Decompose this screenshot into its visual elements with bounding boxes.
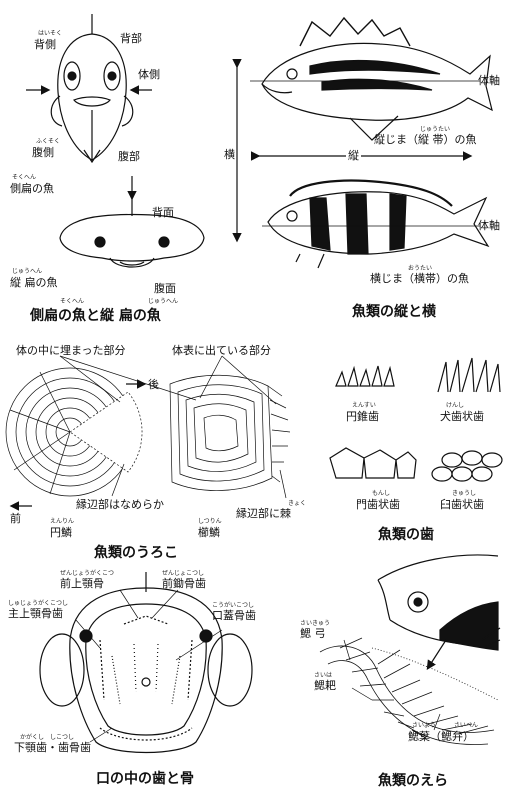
spiny-edge-ruby: きょく (288, 500, 307, 507)
longitudinal-stripe-ruby: じゅうたい (420, 126, 451, 133)
leader-spiny-edge (279, 469, 287, 499)
dorsal-part-label: 背部 (120, 32, 142, 45)
palatine-label: 口蓋骨歯 (212, 609, 256, 622)
dorsal-side-label: 背側 (34, 38, 56, 51)
caption-teeth: 魚類の歯 (378, 527, 434, 543)
leader-exposed-1 (199, 355, 223, 399)
conical-ruby: えんすい (352, 402, 376, 409)
leader-embedded-2 (59, 355, 197, 401)
vertical-axis-label: 横 (224, 148, 235, 161)
molar-label: 臼歯状歯 (440, 498, 484, 511)
depressed-fish-ruby: じゅうへん (12, 268, 43, 275)
caption-body-shape: 側扁の魚と縦 扁の魚 (30, 308, 161, 324)
ctenoid-ruby: しつりん (198, 518, 222, 525)
longitudinal-striped-fish-drawing (261, 16, 493, 141)
leader-lower (89, 727, 113, 743)
spiny-edge-label: 縁辺部に棘 (236, 507, 291, 520)
gill-filament-label: 鰓葉（鰓弁） (408, 730, 474, 743)
caption-stripes: 魚類の縦と横 (352, 304, 436, 320)
molar-teeth-drawing (431, 450, 503, 482)
ventral-part-label: 腹部 (118, 150, 140, 163)
conical-teeth-drawing (335, 365, 395, 387)
exposed-part-label: 体表に出ている部分 (172, 344, 271, 357)
vomer-label: 前鋤骨歯 (162, 577, 206, 590)
ventral-face-label: 腹面 (154, 282, 176, 295)
leader-palatine (175, 629, 223, 661)
gill-raker-ruby: さいは (314, 672, 333, 679)
cycloid-scale-drawing (5, 367, 143, 497)
transverse-banded-fish-drawing (267, 179, 490, 269)
leader-exposed-2 (221, 355, 277, 405)
gill-pointer-arrow (426, 639, 447, 671)
longitudinal-stripe-label: 縦じま（縦 帯）の魚 (374, 133, 477, 146)
maxilla-label: 主上顎骨歯 (8, 607, 63, 620)
incisor-label: 門歯状歯 (356, 498, 400, 511)
caption-body-ruby-1: そくへん (60, 298, 85, 305)
cycloid-ruby: えんりん (50, 518, 75, 525)
depressed-fish-front-drawing (59, 196, 205, 268)
posterior-label: 後 (148, 378, 159, 391)
gill-arch-drawing (319, 637, 499, 745)
conical-label: 円錐歯 (346, 410, 379, 423)
premaxilla-label: 前上顎骨 (60, 577, 104, 590)
canine-teeth-drawing (437, 357, 501, 393)
embedded-part-label: 体の中に埋まった部分 (16, 344, 126, 357)
canine-label: 犬歯状歯 (440, 410, 484, 423)
leader-premaxilla (119, 589, 139, 619)
caption-gills: 魚類のえら (378, 773, 448, 789)
maxilla-ruby: しゅじょうがくこつし (8, 600, 69, 607)
dorsal-face-label: 背面 (152, 206, 174, 219)
depressed-fish-label: 縦 扁の魚 (10, 276, 58, 289)
palatine-ruby: こうがいこつし (212, 602, 255, 609)
leader-maxilla (75, 619, 101, 649)
fish-head-drawing (377, 554, 501, 651)
leader-gill-filament (433, 713, 441, 731)
premaxilla-ruby: ぜんじょうがくこつ (60, 570, 115, 577)
anterior-label: 前 (10, 512, 21, 525)
lower-teeth-ruby: かがくし しこつし (20, 734, 75, 741)
incisor-teeth-drawing (329, 447, 417, 479)
compressed-fish-front-drawing (50, 14, 134, 164)
gill-arch-ruby: さいきゅう (300, 620, 331, 627)
leader-smooth-edge (111, 463, 125, 497)
lower-teeth-label: 下顎歯・歯骨歯 (14, 741, 91, 754)
gill-raker-label: 鰓耙 (314, 679, 336, 692)
gill-filament-ruby: さいよう さいべん (412, 722, 478, 729)
caption-body-ruby-2: じゅうへん (148, 298, 179, 305)
transverse-band-ruby: おうたい (408, 265, 433, 272)
open-mouth-drawing (39, 572, 253, 754)
smooth-edge-label: 縁辺部はなめらか (76, 498, 164, 511)
leader-gill-arch (343, 639, 351, 661)
ctenoid-label: 櫛鱗 (198, 526, 220, 539)
canine-ruby: けんし (446, 402, 465, 409)
dorsal-side-ruby: はいそく (38, 30, 63, 37)
compressed-fish-label: 側扁の魚 (10, 182, 54, 195)
ctenoid-scale-drawing (169, 374, 291, 491)
ventral-side-ruby: ふくそく (36, 138, 61, 145)
incisor-ruby: もんし (372, 490, 391, 497)
leader-gill-raker (351, 687, 373, 701)
compressed-fish-ruby: そくへん (12, 174, 37, 181)
transverse-band-label: 横じま（横帯）の魚 (370, 272, 469, 285)
body-axis-label-top: 体軸 (478, 74, 500, 87)
body-side-label: 体側 (138, 68, 160, 81)
body-axis-label-bottom: 体軸 (478, 219, 500, 232)
vomer-ruby: ぜんじょこつし (162, 570, 205, 577)
leader-vomer (151, 589, 179, 619)
cycloid-label: 円鱗 (50, 526, 72, 539)
caption-scales: 魚類のうろこ (94, 545, 178, 561)
leader-embedded-1 (59, 355, 121, 403)
gill-arch-label: 鰓 弓 (300, 627, 326, 640)
ventral-side-label: 腹側 (32, 146, 54, 159)
molar-ruby: きゅうし (452, 490, 477, 497)
horizontal-axis-label: 縦 (346, 149, 361, 162)
caption-mouth: 口の中の歯と骨 (96, 771, 194, 787)
